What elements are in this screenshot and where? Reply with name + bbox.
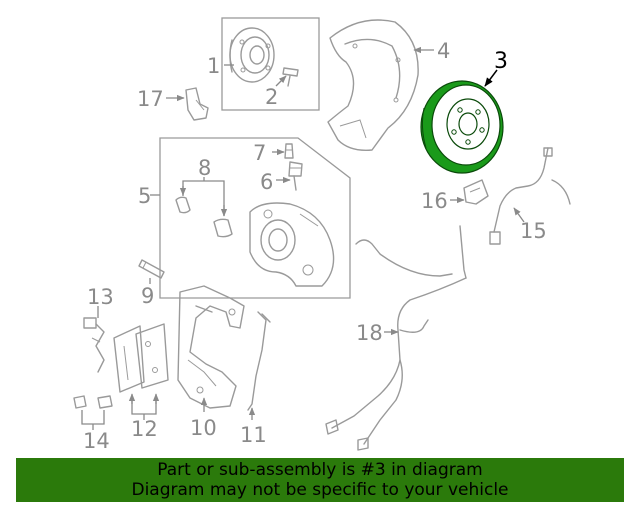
label-part-7[interactable]: 7 (253, 141, 266, 165)
label-part-14[interactable]: 14 (83, 429, 110, 453)
wheel-hub-drawing (229, 27, 275, 83)
leader-12-bracket (131, 398, 157, 415)
label-part-12[interactable]: 12 (131, 417, 158, 441)
label-part-2[interactable]: 2 (265, 85, 278, 109)
leader-2 (275, 75, 287, 87)
label-part-1[interactable]: 1 (207, 54, 220, 78)
leader-15 (513, 207, 525, 223)
caliper-housing-drawing (249, 202, 335, 287)
label-part-6[interactable]: 6 (260, 170, 273, 194)
leader-3 (484, 69, 498, 87)
label-part-18[interactable]: 18 (356, 321, 383, 345)
banner-line-2: Diagram may not be specific to your vehi… (131, 480, 509, 500)
label-part-17[interactable]: 17 (137, 87, 164, 111)
hub-box (221, 17, 320, 111)
label-part-5[interactable]: 5 (138, 184, 151, 208)
label-part-16[interactable]: 16 (421, 189, 448, 213)
pin-9-drawing (138, 259, 165, 279)
part-17-drawing (185, 87, 209, 121)
guide-bolt-6-drawing (288, 161, 303, 191)
label-part-9[interactable]: 9 (141, 284, 154, 308)
spring-11-drawing (247, 311, 271, 411)
label-part-8[interactable]: 8 (198, 156, 211, 180)
label-part-3[interactable]: 3 (494, 49, 508, 74)
label-part-4[interactable]: 4 (437, 39, 450, 63)
bushings-8-drawing (175, 196, 233, 238)
label-part-10[interactable]: 10 (190, 416, 217, 440)
brake-hose-15-drawing (489, 147, 571, 245)
bleeder-screw-drawing (284, 143, 294, 159)
label-part-11[interactable]: 11 (240, 423, 267, 447)
hub-group (221, 17, 320, 111)
wear-sensor-13-drawing (83, 317, 105, 373)
caliper-box (159, 137, 351, 299)
banner-line-1: Part or sub-assembly is #3 in diagram (157, 460, 483, 480)
brake-rotor-drawing (420, 80, 504, 174)
clips-14-drawing (73, 395, 113, 409)
fitment-notice-banner: Part or sub-assembly is #3 in diagram Di… (16, 458, 624, 502)
bracket-16-drawing (463, 179, 489, 205)
splash-shield-drawing (327, 19, 419, 151)
brake-pads-drawing (113, 323, 169, 393)
label-part-13[interactable]: 13 (87, 285, 114, 309)
harness-18-drawing (325, 225, 467, 451)
leader-14-bracket (81, 410, 105, 425)
hub-bolt-drawing (282, 67, 299, 87)
label-part-15[interactable]: 15 (520, 219, 547, 243)
caliper-bracket-drawing (177, 285, 245, 409)
